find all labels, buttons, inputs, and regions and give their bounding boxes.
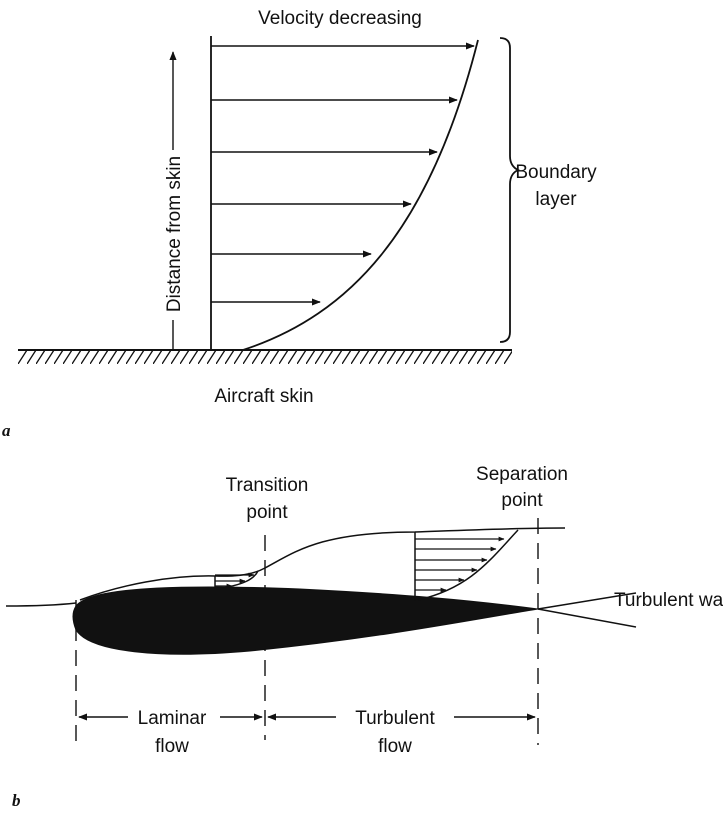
wake-line-lower	[537, 608, 637, 628]
distance-from-skin-label: Distance from skin	[164, 156, 185, 312]
turbulent-label-line2: flow	[378, 736, 412, 757]
laminar-label-line2: flow	[155, 736, 189, 757]
boundary-layer-edge	[79, 527, 566, 601]
separation-label-line1: Separation	[476, 464, 568, 485]
boundary-label-line2: layer	[535, 189, 577, 210]
skin-hatching	[18, 350, 512, 364]
separation-label-line2: point	[501, 490, 543, 511]
transition-label-line2: point	[246, 502, 288, 523]
laminar-label-line1: Laminar	[138, 708, 207, 729]
boundary-label-line1: Boundary	[515, 162, 597, 183]
figure-b-aerofoil-flow: Transition point Separation point Turbul…	[5, 464, 723, 810]
aerofoil-body	[72, 586, 539, 655]
incoming-streamline	[5, 602, 77, 607]
turbulent-wake-label: Turbulent wake	[614, 590, 723, 611]
turbulent-profile-arrows	[415, 536, 505, 593]
boundary-layer-brace	[499, 37, 521, 343]
turbulent-label-line1: Turbulent	[355, 708, 435, 729]
velocity-profile-curve	[242, 39, 479, 351]
aircraft-skin-label: Aircraft skin	[214, 386, 313, 407]
wake-line-upper	[537, 592, 637, 610]
panel-a-label: a	[2, 421, 11, 440]
figure-a-velocity-profile: Velocity decreasing Distance from skin B…	[2, 8, 597, 440]
laminar-profile-arrows	[215, 572, 255, 589]
laminar-profile-curve	[215, 570, 259, 590]
transition-label-line1: Transition	[226, 475, 309, 496]
velocity-decreasing-label: Velocity decreasing	[258, 8, 422, 29]
panel-b-label: b	[12, 791, 21, 810]
velocity-arrows	[211, 42, 475, 306]
